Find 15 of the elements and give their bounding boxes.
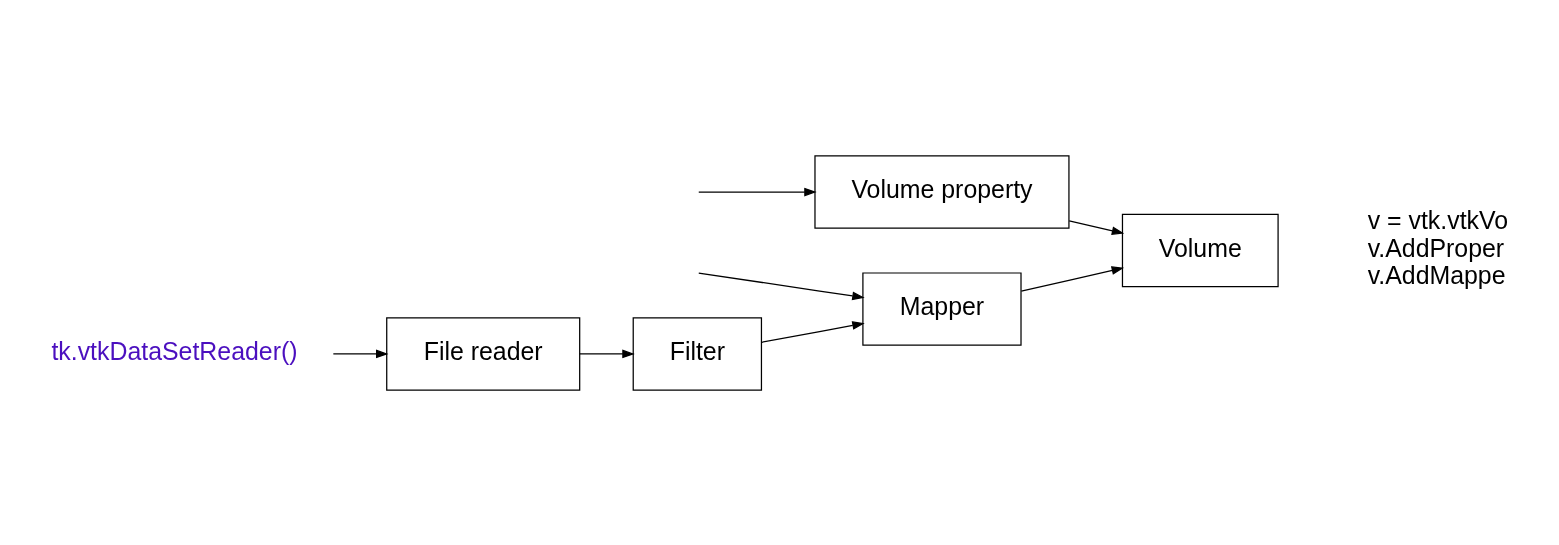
arrow bbox=[1020, 265, 1125, 292]
arrow bbox=[698, 271, 865, 300]
label: v.AddProper bbox=[1367, 233, 1505, 262]
arrow bbox=[579, 349, 635, 358]
node-box: Volume bbox=[1121, 213, 1279, 287]
node-text: tk.vtkDataSetReader() bbox=[51, 336, 298, 365]
node-box: Volume property bbox=[814, 154, 1070, 229]
label: v = vtk.vtkVo bbox=[1367, 205, 1509, 234]
arrow bbox=[760, 320, 865, 343]
node-box: Filter bbox=[632, 316, 763, 391]
node-box: Mapper bbox=[862, 271, 1022, 346]
arrow bbox=[1068, 219, 1125, 235]
node-box: File reader bbox=[386, 316, 581, 391]
arrow bbox=[698, 187, 817, 196]
arrow bbox=[332, 349, 389, 358]
